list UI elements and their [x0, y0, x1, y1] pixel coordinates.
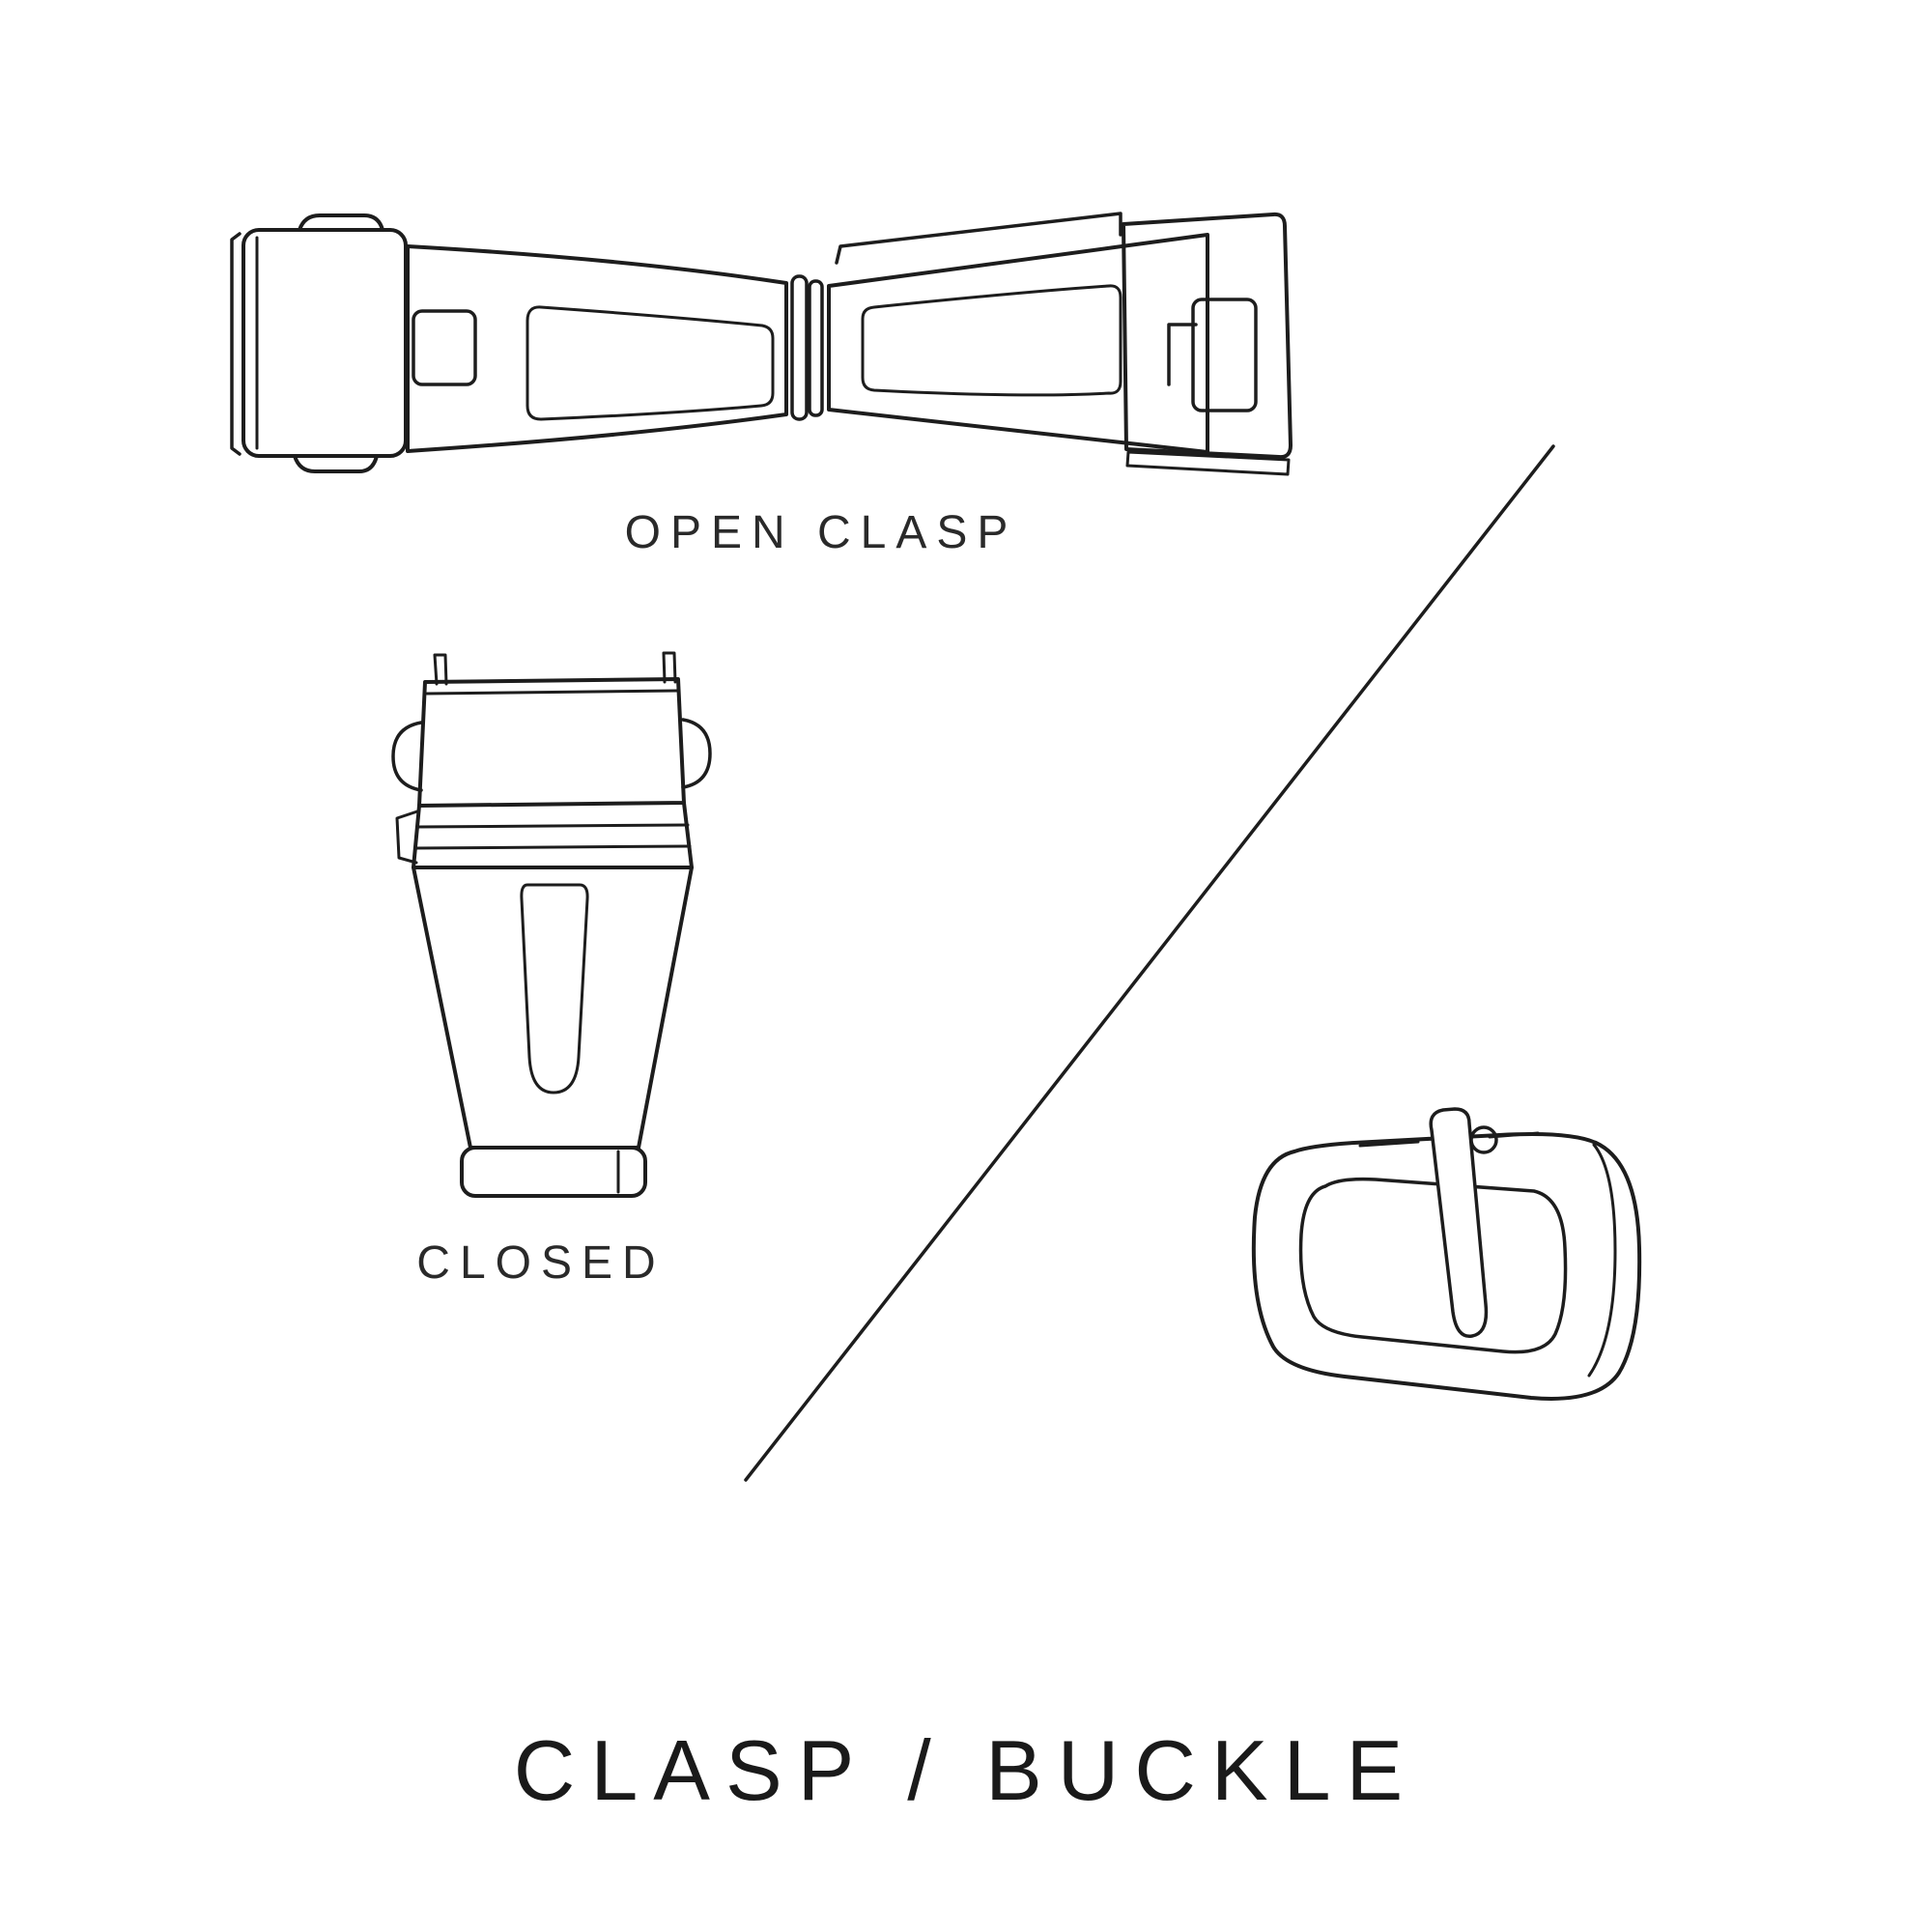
- closed-clasp-label: CLOSED: [416, 1237, 666, 1289]
- open-clasp-label: OPEN CLASP: [624, 507, 1018, 558]
- pin-buckle-illustration: [1251, 1107, 1642, 1401]
- closed-clasp-illustration: [391, 651, 712, 1198]
- page-title: CLASP / BUCKLE: [513, 1722, 1419, 1818]
- divider-line: [744, 444, 1555, 1482]
- open-clasp-illustration: [230, 212, 1293, 476]
